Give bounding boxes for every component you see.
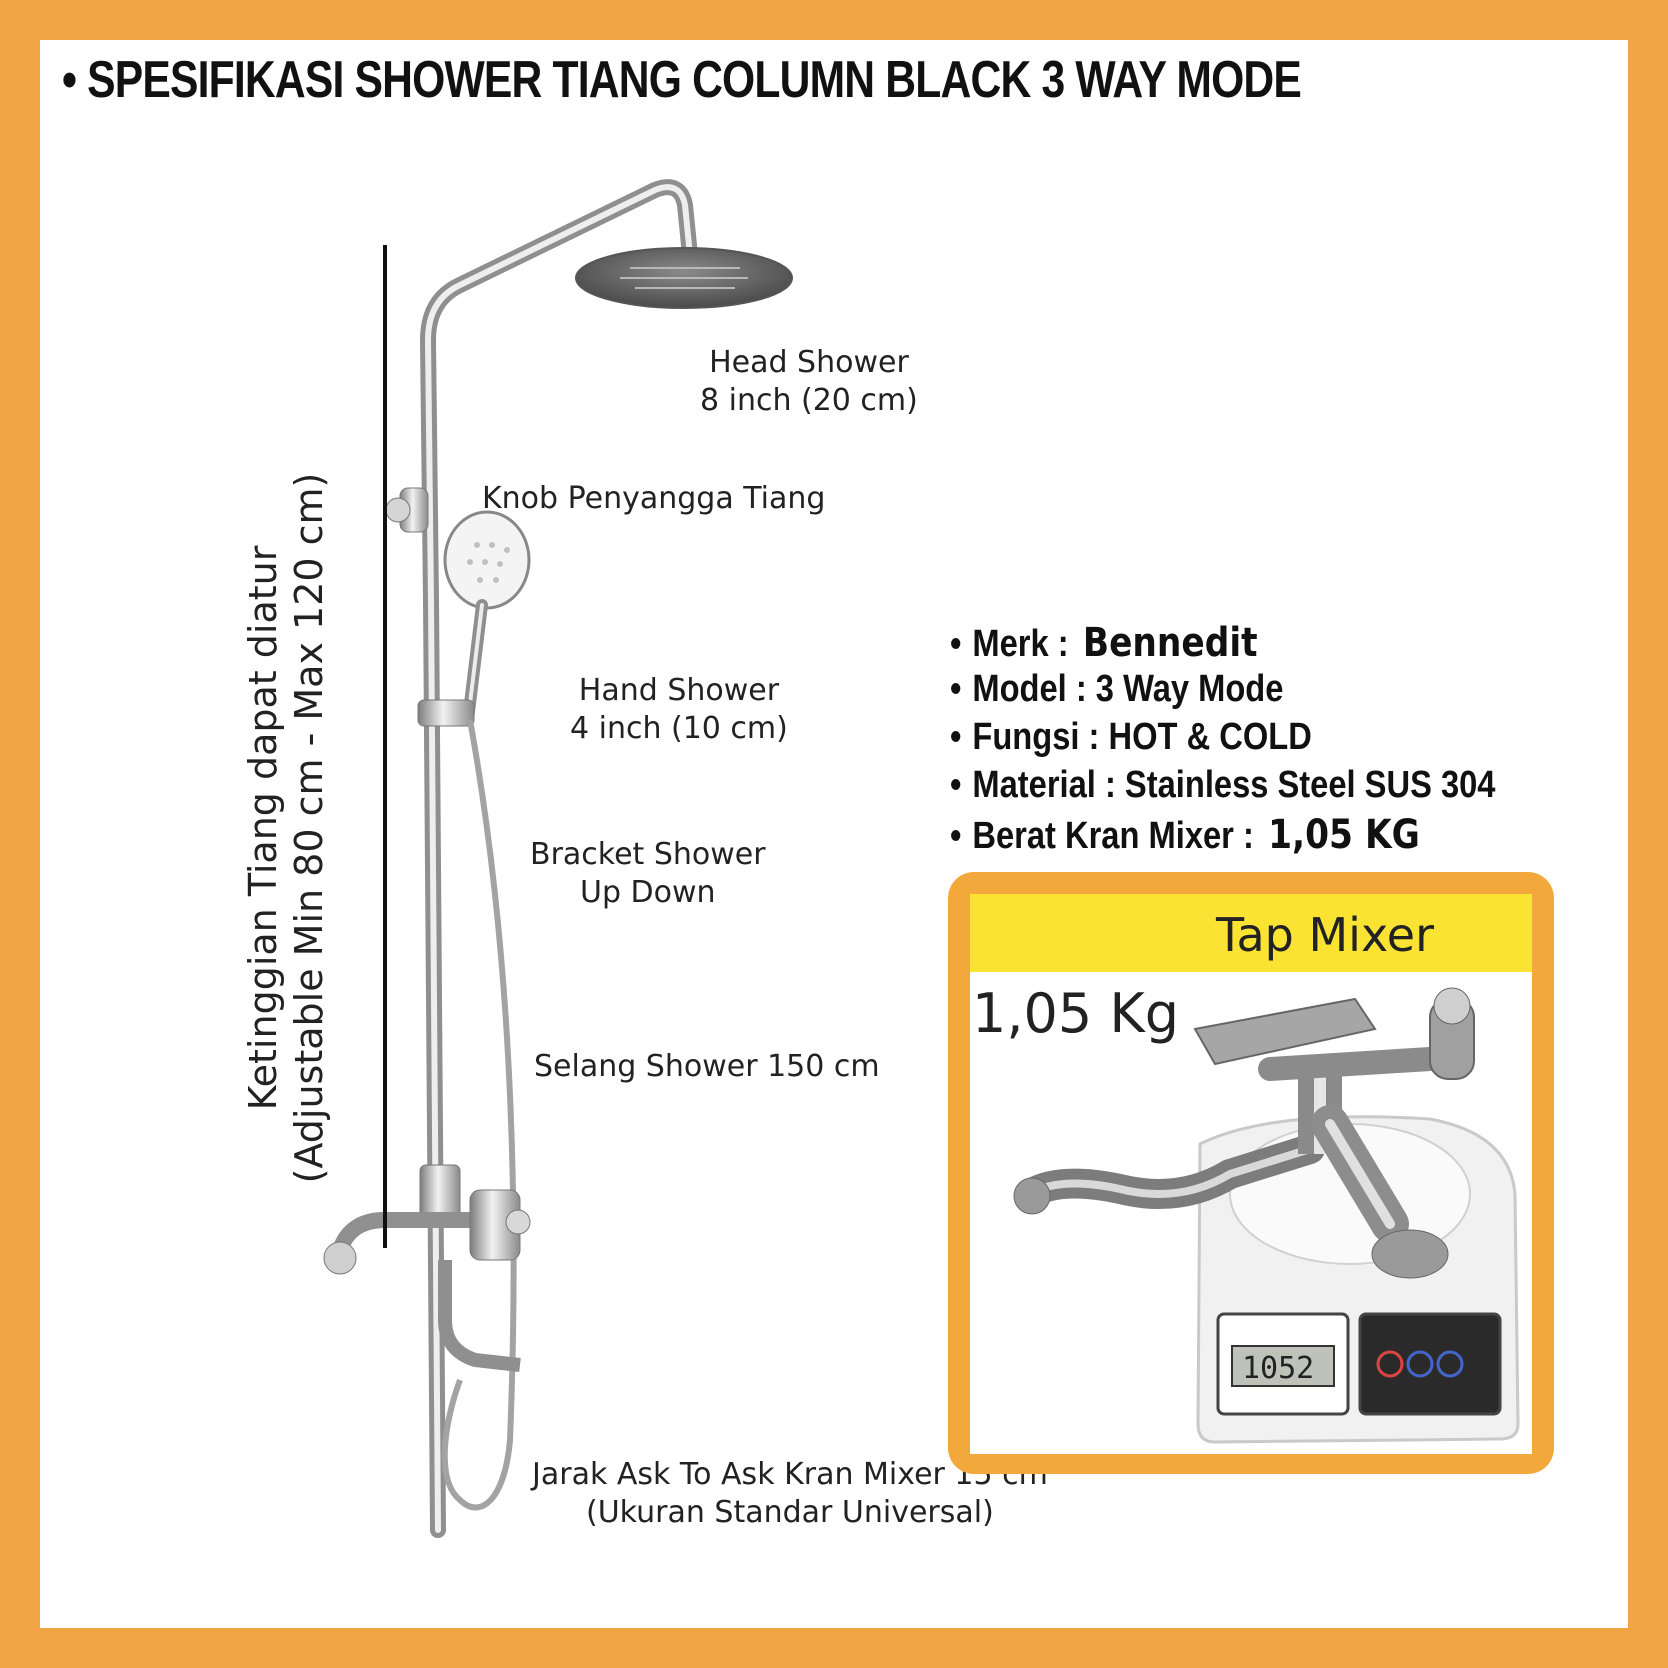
height-indicator-line <box>383 245 387 1248</box>
scale-with-mixer-illustration: 1052 <box>1013 987 1520 1444</box>
spec-merk: •Merk : Bennedit <box>950 620 1258 666</box>
spec-material: •Material : Stainless Steel SUS 304 <box>950 764 1496 806</box>
scale-button-icon <box>1376 1350 1404 1378</box>
spec-berat: •Berat Kran Mixer : 1,05 KG <box>950 812 1420 858</box>
shower-column-illustration <box>323 179 793 1538</box>
head-shower-label: Head Shower 8 inch (20 cm) <box>700 345 918 418</box>
spec-list: •Merk : Bennedit •Model : 3 Way Mode •Fu… <box>950 620 1584 860</box>
tap-mixer-title: Tap Mixer <box>1216 908 1434 962</box>
bracket-label: Bracket Shower Up Down <box>530 837 766 910</box>
tap-mixer-inner: Tap Mixer 1,05 Kg 1052 <box>970 894 1532 1454</box>
tap-mixer-header: Tap Mixer <box>970 894 1532 972</box>
scale-button-icon <box>1406 1350 1434 1378</box>
tap-mixer-weight: 1,05 Kg <box>972 982 1180 1045</box>
selang-label: Selang Shower 150 cm <box>534 1049 880 1084</box>
spec-fungsi: •Fungsi : HOT & COLD <box>950 716 1312 758</box>
hand-shower-label: Hand Shower 4 inch (10 cm) <box>570 673 788 746</box>
tap-mixer-panel: Tap Mixer 1,05 Kg 1052 <box>948 872 1554 1474</box>
spec-model: •Model : 3 Way Mode <box>950 668 1284 710</box>
height-label: Ketinggian Tiang dapat diatur (Adjustabl… <box>241 472 331 1184</box>
page-title: • SPESIFIKASI SHOWER TIANG COLUMN BLACK … <box>62 51 1302 109</box>
scale-display-value: 1052 <box>1242 1351 1314 1386</box>
knob-label: Knob Penyangga Tiang <box>482 481 826 516</box>
scale-button-icon <box>1436 1350 1464 1378</box>
spec-card: • SPESIFIKASI SHOWER TIANG COLUMN BLACK … <box>40 40 1628 1628</box>
